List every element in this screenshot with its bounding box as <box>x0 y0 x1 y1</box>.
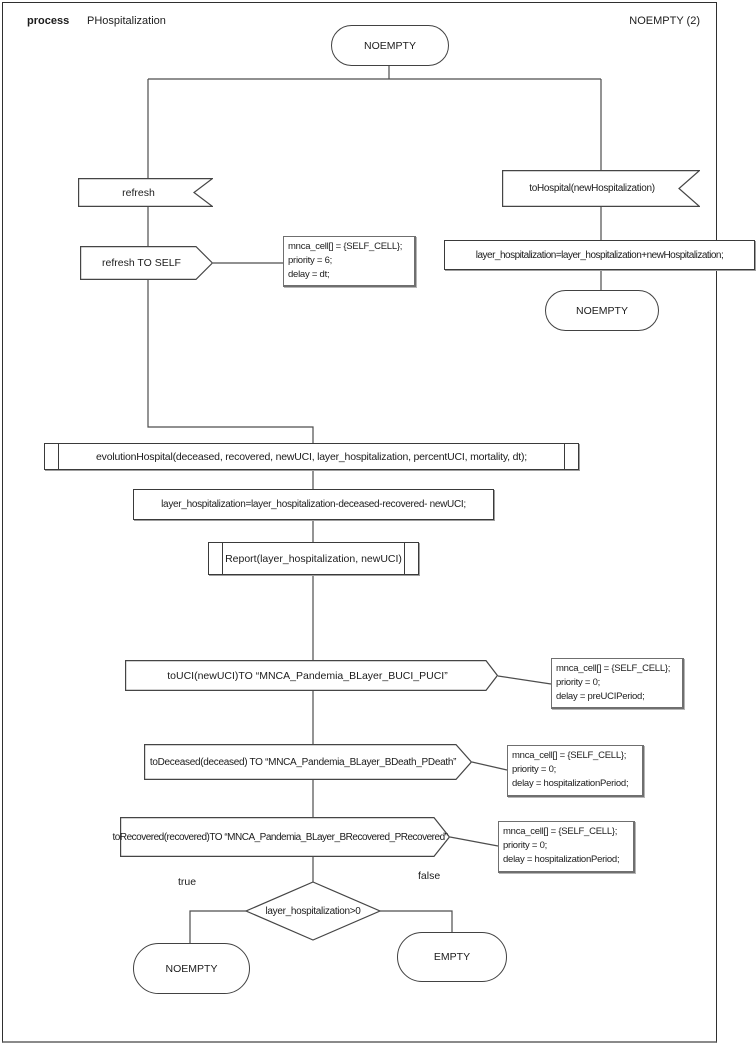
note-line: delay = hospitalizationPeriod; <box>503 853 620 865</box>
statement-hospitalization-add-label: layer_hospitalization=layer_hospitalizat… <box>475 249 724 261</box>
state-empty-final: EMPTY <box>397 932 507 982</box>
statement-hospitalization-subtract: layer_hospitalization=layer_hospitalizat… <box>133 489 494 520</box>
note-line: delay = preUCIPeriod; <box>556 690 645 702</box>
flow-connectors <box>147 64 602 943</box>
branch-false-label: false <box>418 870 441 882</box>
send-signal-shape <box>144 744 472 780</box>
signal-refresh-label: refresh <box>122 186 155 199</box>
send-to-deceased: toDeceased(deceased) TO “MNCA_Pandemia_B… <box>144 744 472 780</box>
note-line: mnca_cell[] = {SELF_CELL}; <box>503 826 618 837</box>
note-line: mnca_cell[] = {SELF_CELL}; <box>512 750 627 761</box>
state-noempty-start-label: NOEMPTY <box>364 39 416 52</box>
note-line: priority = 0; <box>556 676 601 688</box>
send-refresh-to-self-label: refresh TO SELF <box>102 257 181 269</box>
send-to-recovered-label: toRecovered(recovered)TO “MNCA_Pandemia_… <box>112 831 448 843</box>
signal-to-hospital: toHospital(newHospitalization) <box>502 170 700 207</box>
statement-hospitalization-subtract-label: layer_hospitalization=layer_hospitalizat… <box>161 499 466 510</box>
send-signal-shape <box>120 817 450 857</box>
procedure-report: Report(layer_hospitalization, newUCI) <box>208 542 419 575</box>
note-line: delay = dt; <box>288 268 330 280</box>
statement-hospitalization-add: layer_hospitalization=layer_hospitalizat… <box>444 240 755 270</box>
receive-signal-shape <box>502 170 700 207</box>
note-to-recovered-params: mnca_cell[] = {SELF_CELL}; priority = 0;… <box>498 821 635 873</box>
signal-refresh: refresh <box>78 178 213 207</box>
send-to-uci: toUCI(newUCI)TO “MNCA_Pandemia_BLayer_BU… <box>125 660 498 691</box>
subroutine-bar <box>222 543 223 574</box>
send-to-uci-label: toUCI(newUCI)TO “MNCA_Pandemia_BLayer_BU… <box>167 669 448 682</box>
receive-signal-shape <box>78 178 213 207</box>
subroutine-bar <box>564 444 565 469</box>
note-line: delay = hospitalizationPeriod; <box>512 777 629 789</box>
branch-true-label: true <box>178 876 197 888</box>
procedure-evolution-hospital: evolutionHospital(deceased, recovered, n… <box>44 443 579 470</box>
note-to-deceased-params: mnca_cell[] = {SELF_CELL}; priority = 0;… <box>507 745 644 797</box>
subroutine-bar <box>404 543 405 574</box>
header-state-label: NOEMPTY (2) <box>629 15 700 27</box>
state-noempty-start: NOEMPTY <box>331 25 449 66</box>
note-line: priority = 0; <box>512 763 557 775</box>
note-line: priority = 6; <box>288 254 333 266</box>
state-noempty-final-label: NOEMPTY <box>165 962 218 975</box>
signal-to-hospital-label: toHospital(newHospitalization) <box>529 183 655 194</box>
header-process-keyword: process <box>27 15 70 27</box>
procedure-evolution-hospital-label: evolutionHospital(deceased, recovered, n… <box>96 450 527 463</box>
note-to-uci-params: mnca_cell[] = {SELF_CELL}; priority = 0;… <box>551 658 684 709</box>
send-signal-shape <box>125 660 498 691</box>
state-empty-final-label: EMPTY <box>433 951 471 963</box>
state-noempty-final: NOEMPTY <box>133 943 250 994</box>
procedure-report-label: Report(layer_hospitalization, newUCI) <box>225 552 402 565</box>
state-noempty-after-hospital: NOEMPTY <box>545 290 659 331</box>
header-process-name: PHospitalization <box>87 15 166 27</box>
decision-label: layer_hospitalization>0 <box>265 905 361 917</box>
send-signal-shape <box>80 246 213 280</box>
decision-diamond-shape <box>244 881 382 941</box>
note-line: mnca_cell[] = {SELF_CELL}; <box>556 663 671 674</box>
send-to-deceased-label: toDeceased(deceased) TO “MNCA_Pandemia_B… <box>149 756 457 768</box>
subroutine-bar <box>58 444 59 469</box>
state-noempty-after-hospital-label: NOEMPTY <box>576 304 628 317</box>
note-line: priority = 0; <box>503 839 548 851</box>
note-line: mnca_cell[] = {SELF_CELL}; <box>288 241 403 252</box>
note-refresh-params: mnca_cell[] = {SELF_CELL}; priority = 6;… <box>283 236 416 287</box>
send-refresh-to-self: refresh TO SELF <box>80 246 213 280</box>
send-to-recovered: toRecovered(recovered)TO “MNCA_Pandemia_… <box>113 817 450 857</box>
